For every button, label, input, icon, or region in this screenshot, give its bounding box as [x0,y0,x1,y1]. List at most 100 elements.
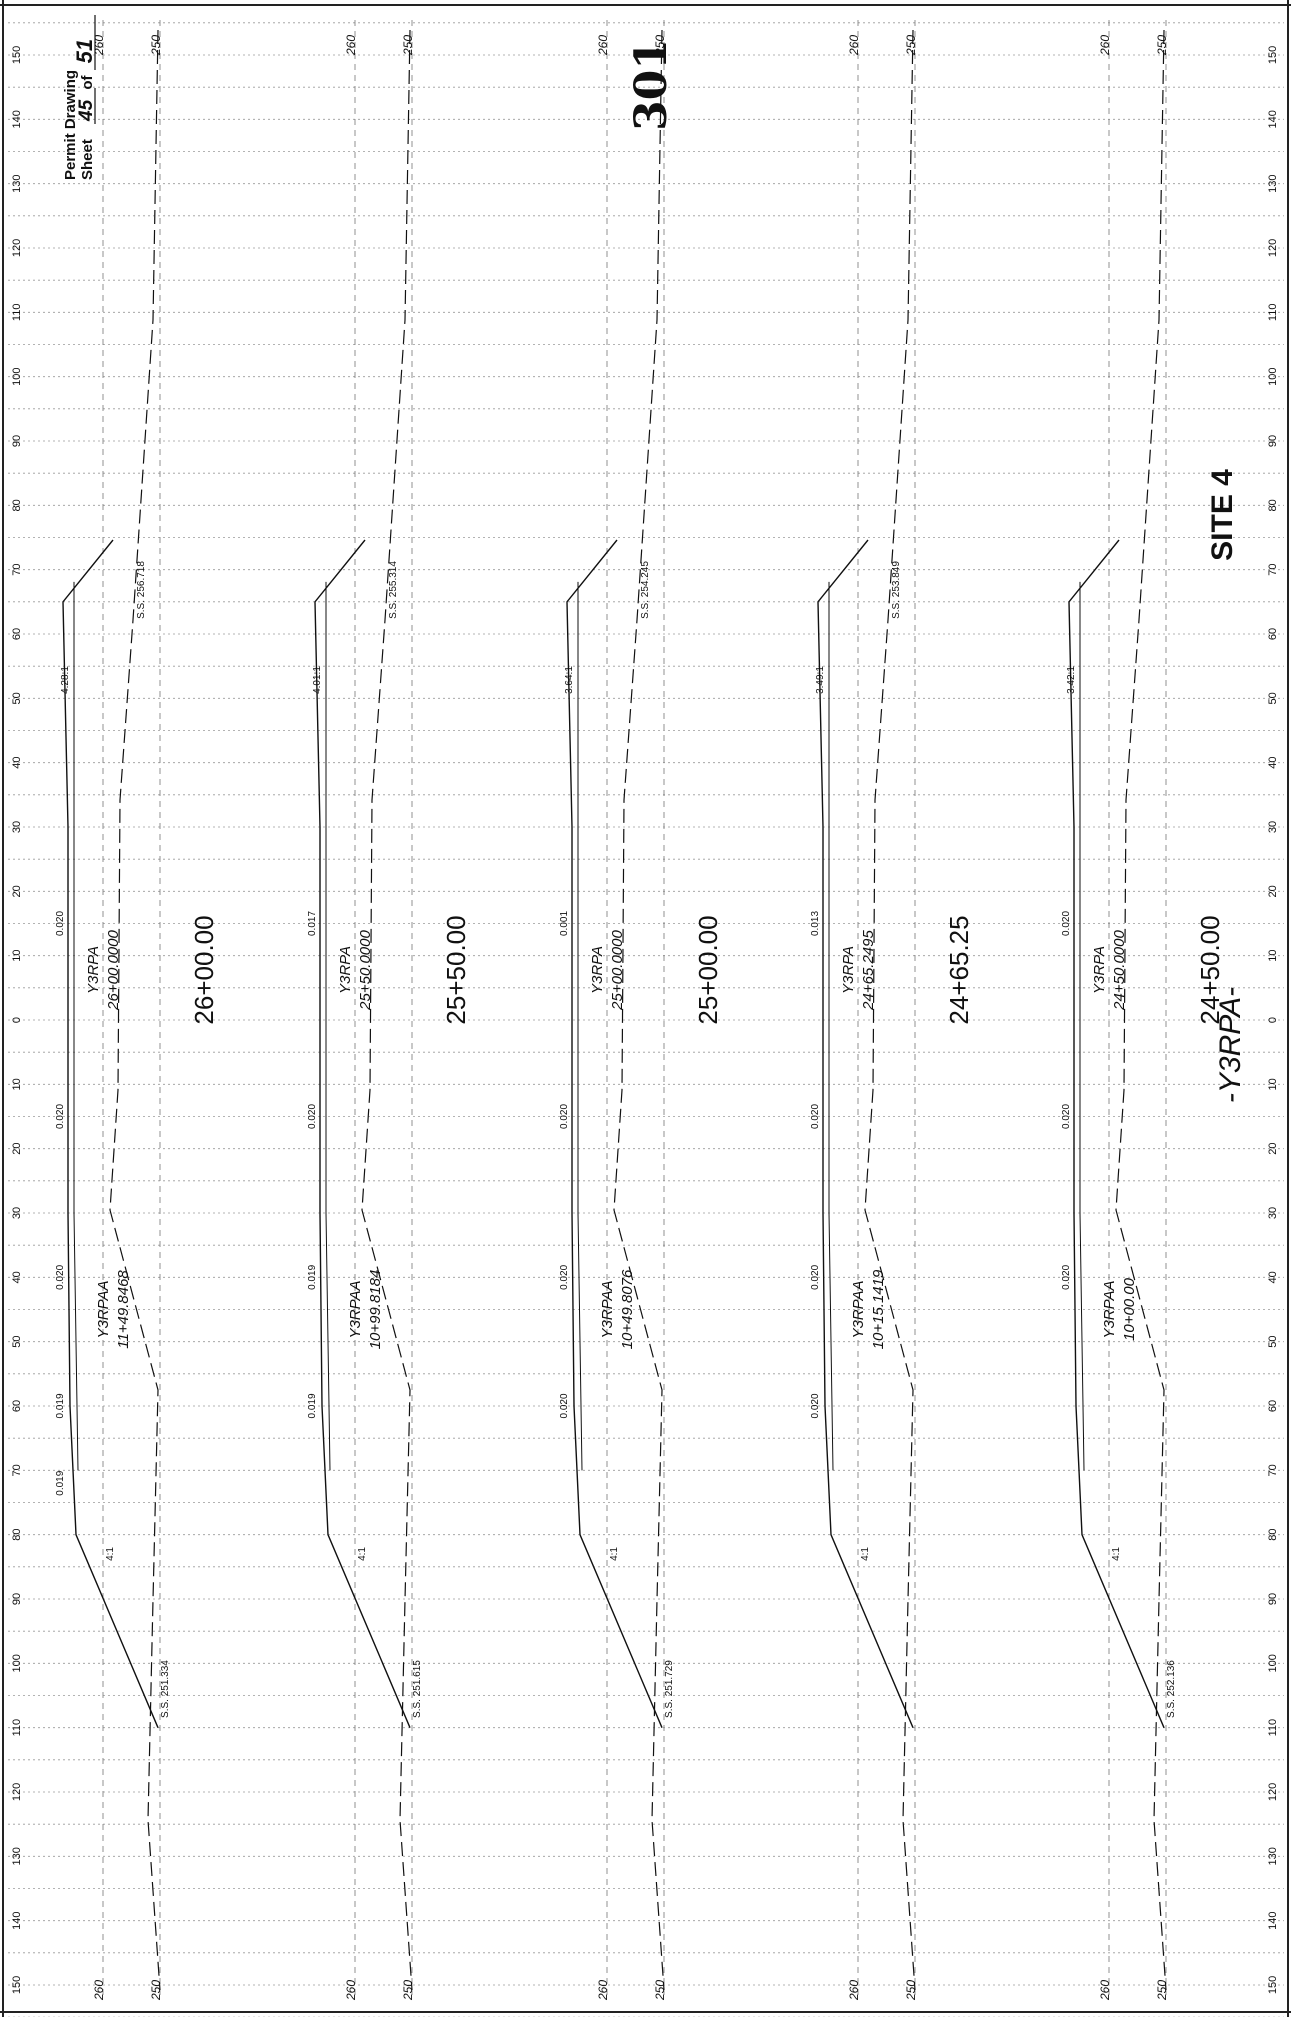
left-ss-label: S.S. 253.849 [891,561,902,619]
offset-tick-label-left: 70 [11,1464,23,1476]
left-slope-label: 3.49:1 [815,666,826,694]
cross-slope-label: 0.019 [55,1470,66,1495]
control-a-station: 25+00.0000 [609,930,626,1011]
elevation-label-260: 260 [596,35,610,56]
offset-tick-label-left: 30 [11,1207,23,1219]
offset-tick-label-right: 100 [1267,1654,1279,1672]
control-b-name: Y3RPAA [599,1280,616,1338]
right-ss-label: S.S. 251.334 [160,1660,171,1718]
cross-slope-label: 0.001 [559,911,570,936]
permit-box: Permit Drawing Sheet 45 of 51 [62,15,97,180]
elevation-label-250: 250 [149,1980,163,2001]
offset-tick-label-right: 70 [1267,1464,1279,1476]
offset-tick-label-left: 20 [11,885,23,897]
offset-tick-label-left: 50 [11,692,23,704]
station-label: 24+50.00 [1195,915,1225,1024]
cross-slope-label: 0.020 [559,1393,570,1418]
cross-slope-label: 0.017 [307,911,318,936]
left-ss-label: S.S. 255.314 [388,561,399,619]
elevation-label-250: 250 [904,35,918,56]
right-slope-label: 4:1 [105,1547,116,1561]
right-slope-label: 4:1 [609,1547,620,1561]
elevation-label-250: 250 [653,1980,667,2001]
offset-tick-label-right: 140 [1267,1911,1279,1929]
offset-tick-label-right: 50 [1267,692,1279,704]
cross-slope-label: 0.020 [559,1264,570,1289]
permit-sheet-word: Sheet [79,139,96,180]
cross-slope-label: 0.013 [810,911,821,936]
cross-slope-label: 0.020 [1061,1264,1072,1289]
offset-tick-label-left: 130 [11,174,23,192]
control-b-station: 11+49.8468 [115,1270,132,1349]
offset-tick-label-right: 40 [1267,757,1279,769]
offset-tick-label-left: 110 [11,1719,23,1737]
control-a-name: Y3RPA [1091,946,1108,994]
offset-tick-label-right: 110 [1267,1719,1279,1737]
station-label: 25+50.00 [441,915,471,1024]
offset-tick-label-left: 140 [11,110,23,128]
proposed-section-line [314,539,411,1728]
pavement-line [828,581,834,1471]
offset-tick-label-left: 120 [11,239,23,257]
elevation-label-250: 250 [401,35,415,56]
control-a-name: Y3RPA [840,946,857,994]
offset-tick-label-right: 0 [1267,1017,1279,1023]
left-ss-label: S.S. 254.245 [640,561,651,619]
offset-tick-label-left: 10 [11,1078,23,1090]
control-b-name: Y3RPAA [347,1280,364,1338]
cross-slope-label: 0.019 [55,1393,66,1418]
control-b-name: Y3RPAA [1101,1280,1118,1338]
offset-tick-label-left: 100 [11,367,23,385]
right-slope-label: 4:1 [357,1547,368,1561]
cross-slope-label: 0.020 [55,1264,66,1289]
station-label: 24+65.25 [944,915,974,1024]
left-slope-label: 3.42:1 [1066,666,1077,694]
offset-tick-label-right: 10 [1267,1078,1279,1090]
pavement-line [73,581,79,1471]
cross-slope-label: 0.020 [1061,1104,1072,1129]
offset-tick-label-left: 20 [11,1143,23,1155]
control-b-station: 10+00.00 [1121,1277,1138,1341]
cross-slope-label: 0.020 [55,1104,66,1129]
offset-tick-label-right: 80 [1267,1529,1279,1541]
offset-tick-label-left: 60 [11,628,23,640]
alignment-label: -Y3RPA- [1214,987,1247,1103]
elevation-label-250: 250 [653,35,667,56]
permit-sheet-index: 45 [76,99,97,122]
elevation-label-260: 260 [344,35,358,56]
offset-tick-label-right: 150 [1267,1976,1279,1994]
pavement-line [577,581,583,1471]
offset-tick-label-left: 80 [11,499,23,511]
elevation-label-250: 250 [149,35,163,56]
elevation-label-260: 260 [847,1980,861,2001]
control-a-station: 25+50.0000 [357,930,374,1011]
offset-tick-label-left: 90 [11,1593,23,1605]
right-ss-label: S.S. 251.729 [664,1660,675,1718]
cross-slope-label: 0.019 [307,1393,318,1418]
right-ss-label: S.S. 251.615 [412,1660,423,1718]
control-b-station: 10+99.8184 [367,1270,384,1350]
left-slope-label: 4.01:1 [312,666,323,694]
right-slope-label: 4:1 [1111,1547,1122,1561]
elevation-label-260: 260 [1098,35,1112,56]
proposed-section-line [566,539,663,1728]
elevation-label-260: 260 [344,1980,358,2001]
control-b-name: Y3RPAA [95,1280,112,1338]
offset-tick-label-right: 140 [1267,110,1279,128]
elevation-label-250: 250 [1155,1980,1169,2001]
offset-tick-label-right: 30 [1267,821,1279,833]
left-slope-label: 3.64:1 [564,666,575,694]
permit-sheet-total: 51 [72,39,97,63]
site-label: SITE 4 [1206,469,1239,561]
offset-tick-label-right: 60 [1267,1400,1279,1412]
offset-tick-label-left: 90 [11,435,23,447]
permit-title: Permit Drawing [62,70,79,180]
station-label: 26+00.00 [189,915,219,1024]
